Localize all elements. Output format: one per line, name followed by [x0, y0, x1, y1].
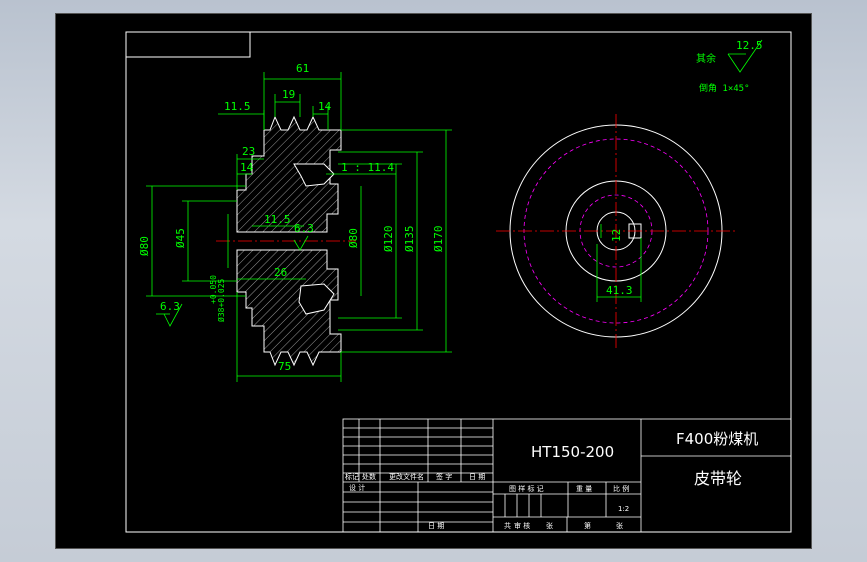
title-project: F400粉煤机	[676, 430, 758, 448]
dim-dia170: Ø170	[432, 226, 445, 253]
header-design: 设 计	[349, 483, 365, 492]
front-view	[496, 114, 736, 349]
dim-keyway-12: 12	[610, 229, 623, 242]
header-weight: 重 量	[576, 485, 592, 493]
note-rest-label: 其余	[696, 52, 716, 65]
dim-26: 26	[274, 266, 287, 279]
dim-keyway-41-3: 41.3	[606, 284, 633, 297]
header-scale: 比 例	[613, 484, 629, 493]
dim-19: 19	[282, 88, 295, 101]
header-sheet2: 张	[546, 521, 553, 530]
roughness-6-3-inner: 6.3	[294, 222, 314, 235]
header-doc: 更改文件名	[389, 472, 424, 481]
dim-23: 23	[242, 145, 255, 158]
dim-dia80-left: Ø80	[138, 236, 151, 256]
dim-11-5-top: 11.5	[224, 100, 251, 113]
header-mark: 标记	[345, 472, 359, 481]
dim-14-mid: 14	[240, 161, 254, 174]
header-sheet: 共	[504, 521, 511, 530]
roughness-note: 其余 12.5 倒角 1×45°	[696, 39, 763, 94]
header-sign: 签 字	[436, 472, 452, 481]
title-scale-value: 1:2	[618, 505, 629, 513]
dim-75: 75	[278, 360, 291, 373]
header-sheet4: 张	[616, 521, 623, 530]
header-count: 处数	[362, 472, 376, 481]
note-chamfer: 倒角 1×45°	[699, 82, 750, 94]
title-block-text: HT150-200 F400粉煤机 皮带轮 1:2 标记 处数 更改文件名 签 …	[345, 430, 758, 530]
corner-box	[125, 31, 251, 58]
header-stage: 图 样 标 记	[509, 484, 544, 493]
front-dimensions	[596, 224, 642, 302]
cad-drawing: 61 19 14 11.5 23 14 11.5 1 : 11.4 26 75 …	[125, 31, 792, 533]
dim-tol-lower: Ø38+0.025	[216, 278, 226, 322]
drawing-viewport[interactable]: 61 19 14 11.5 23 14 11.5 1 : 11.4 26 75 …	[55, 13, 812, 549]
dim-dia135: Ø135	[403, 226, 416, 253]
dim-tol-upper: +0.050	[209, 275, 218, 304]
lower-cavity	[298, 283, 335, 315]
dim-dia120: Ø120	[382, 226, 395, 253]
upper-section-hatch	[236, 115, 342, 233]
upper-cavity	[293, 163, 335, 187]
dim-61: 61	[296, 62, 309, 75]
header-review: 审 核	[514, 521, 530, 530]
title-part-name: 皮带轮	[694, 469, 742, 488]
dim-ratio: 1 : 11.4	[341, 161, 394, 174]
dim-11-5-mid: 11.5	[264, 213, 291, 226]
title-block	[342, 418, 792, 533]
dim-dia45: Ø45	[174, 228, 187, 248]
header-sheet3: 第	[584, 521, 591, 530]
header-date: 日 期	[469, 473, 485, 481]
dim-dia80-right: Ø80	[347, 228, 360, 248]
roughness-6-3-left: 6.3	[160, 300, 180, 313]
header-date2: 日 期	[428, 522, 444, 530]
dim-14-top: 14	[318, 100, 332, 113]
section-dim-text: 61 19 14 11.5 23 14 11.5 1 : 11.4 26 75 …	[138, 62, 445, 373]
title-material: HT150-200	[531, 443, 614, 461]
section-dimensions	[146, 72, 452, 382]
